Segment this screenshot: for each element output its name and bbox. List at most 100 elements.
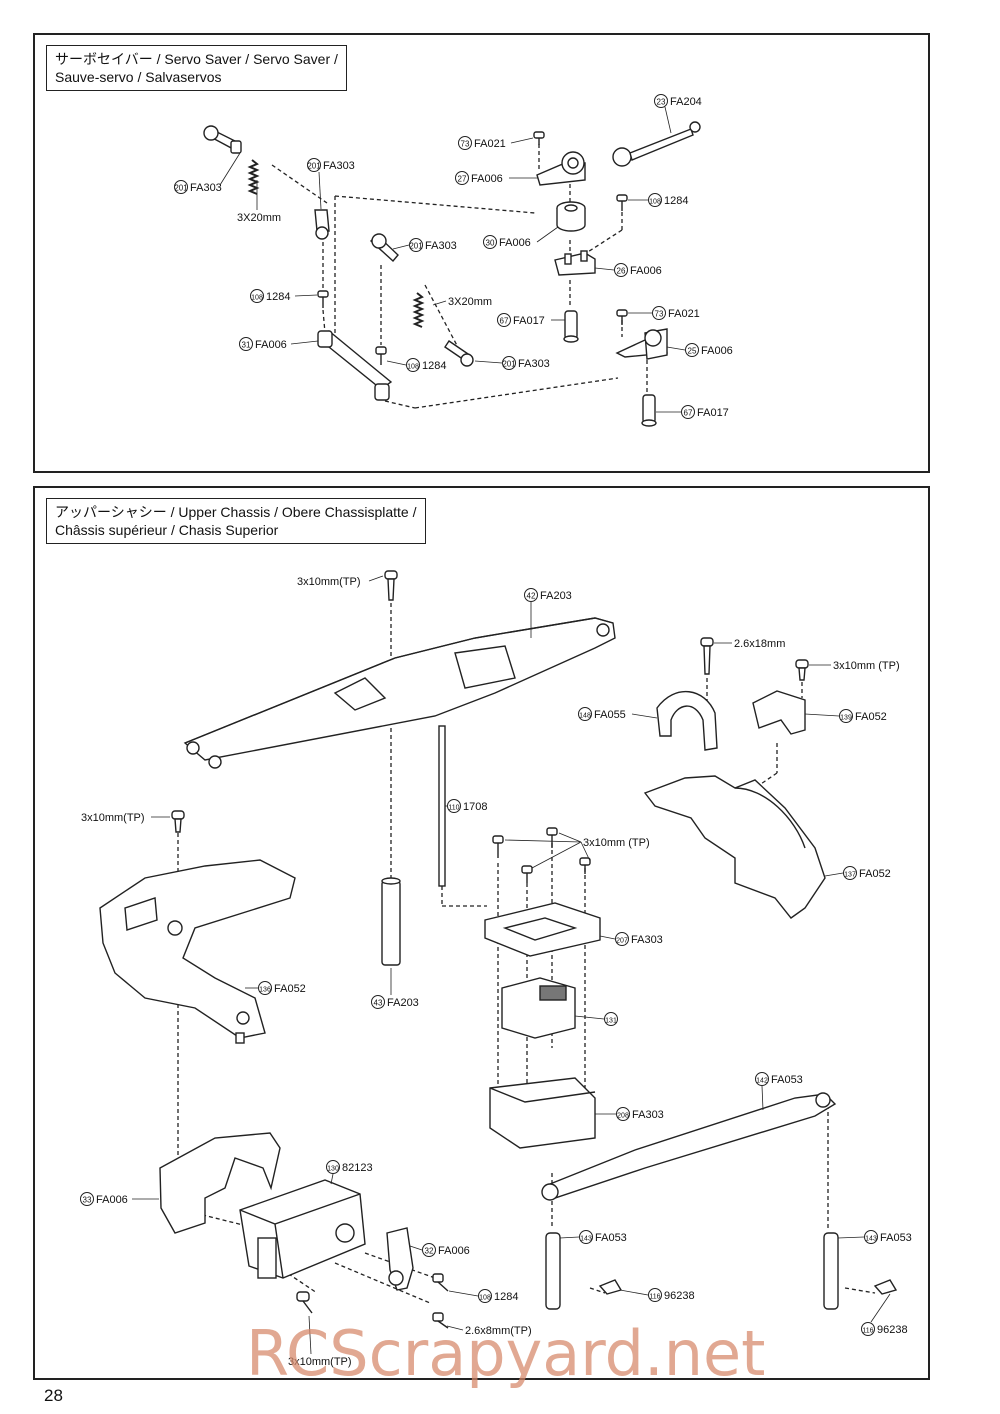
svg-text:FA021: FA021 xyxy=(668,308,700,320)
svg-text:FA052: FA052 xyxy=(859,868,891,880)
callout-27-fa006: 27 FA006 xyxy=(455,171,503,185)
callout-23-fa204: 23 FA204 xyxy=(654,94,702,108)
svg-text:FA203: FA203 xyxy=(387,997,419,1009)
svg-text:1284: 1284 xyxy=(494,1291,518,1303)
label-3x20mm-b: 3X20mm xyxy=(448,296,492,308)
svg-text:1284: 1284 xyxy=(422,360,446,372)
upper-chassis-title: アッパーシャシー / Upper Chassis / Obere Chassis… xyxy=(46,498,426,544)
svg-text:201: 201 xyxy=(174,184,188,193)
callout-25-fa006: 25 FA006 xyxy=(685,343,733,357)
svg-text:116: 116 xyxy=(862,1328,873,1335)
callout-207-fa303: 207 FA303 xyxy=(615,932,663,946)
svg-text:108: 108 xyxy=(407,364,419,371)
svg-text:FA052: FA052 xyxy=(855,711,887,723)
svg-text:148: 148 xyxy=(579,713,591,720)
callout-108-1284-c: 108 1284 xyxy=(406,358,446,372)
svg-text:108: 108 xyxy=(649,199,661,206)
label-3x10mm-tp-right: 3x10mm (TP) xyxy=(833,660,900,672)
svg-text:26: 26 xyxy=(617,267,626,276)
callout-110-1708: 110 1708 xyxy=(447,799,487,813)
svg-text:32: 32 xyxy=(425,1247,434,1256)
svg-text:143: 143 xyxy=(580,1236,592,1243)
callout-148-fa055: 148 FA055 xyxy=(578,707,626,721)
svg-text:FA053: FA053 xyxy=(880,1232,912,1244)
callout-208-fa303: 208 FA303 xyxy=(616,1107,664,1121)
svg-text:FA006: FA006 xyxy=(96,1194,128,1206)
svg-text:73: 73 xyxy=(461,140,470,149)
svg-text:43: 43 xyxy=(374,999,383,1008)
svg-text:108: 108 xyxy=(479,1295,491,1302)
callout-67-fa017-b: 67 FA017 xyxy=(681,405,729,419)
svg-text:1708: 1708 xyxy=(463,801,487,813)
svg-text:73: 73 xyxy=(655,310,664,319)
svg-text:201: 201 xyxy=(502,360,516,369)
callout-33-fa006: 33 FA006 xyxy=(80,1192,128,1206)
svg-text:96238: 96238 xyxy=(664,1290,695,1302)
svg-text:23: 23 xyxy=(657,98,666,107)
servo-saver-title: サーボセイバー / Servo Saver / Servo Saver / Sa… xyxy=(46,45,347,91)
callout-42-fa203: 42 FA203 xyxy=(524,588,572,602)
svg-text:1284: 1284 xyxy=(664,195,688,207)
callout-73-fa021-a: 73 FA021 xyxy=(458,136,506,150)
svg-text:208: 208 xyxy=(617,1113,629,1120)
svg-text:67: 67 xyxy=(500,317,509,326)
label-3x10mm-tp-top: 3x10mm(TP) xyxy=(297,576,361,588)
callout-67-fa017-a: 67 FA017 xyxy=(497,313,545,327)
callout-136-fa052: 136 FA052 xyxy=(258,981,306,995)
svg-text:31: 31 xyxy=(242,341,251,350)
callout-143-fa053-left: 143 FA053 xyxy=(579,1230,627,1244)
label-2-6x18mm: 2.6x18mm xyxy=(734,638,785,650)
svg-text:1284: 1284 xyxy=(266,291,290,303)
callout-142-fa053: 142 FA053 xyxy=(755,1072,803,1086)
title-line-1: アッパーシャシー / Upper Chassis / Obere Chassis… xyxy=(55,504,417,520)
label-3x10mm-tp-left: 3x10mm(TP) xyxy=(81,812,145,824)
label-2-6x8mm-tp: 2.6x8mm(TP) xyxy=(465,1325,532,1337)
callout-130-82123: 130 82123 xyxy=(326,1160,373,1174)
callout-116-96238-left: 116 96238 xyxy=(648,1288,695,1302)
callout-137-fa052: 137 FA052 xyxy=(843,866,891,880)
callout-108-1284-b: 108 1284 xyxy=(250,289,290,303)
callout-131: 131 xyxy=(604,1012,618,1026)
svg-text:FA053: FA053 xyxy=(771,1074,803,1086)
servo-saver-diagram: 201 FA303 3X20mm 201 FA303 73 FA021 27 F… xyxy=(174,94,733,427)
callout-108-1284: 108 1284 xyxy=(478,1289,518,1303)
svg-text:FA303: FA303 xyxy=(631,934,663,946)
svg-text:FA006: FA006 xyxy=(630,265,662,277)
svg-text:110: 110 xyxy=(448,805,459,812)
callout-116-96238-right: 116 96238 xyxy=(861,1322,908,1336)
svg-text:27: 27 xyxy=(458,175,467,184)
servo-saver-panel: サーボセイバー / Servo Saver / Servo Saver / Sa… xyxy=(33,33,930,473)
label-3x10mm-tp-receiver: 3x10mm (TP) xyxy=(583,837,650,849)
callout-32-fa006: 32 FA006 xyxy=(422,1243,470,1257)
svg-text:FA017: FA017 xyxy=(513,315,545,327)
svg-text:FA303: FA303 xyxy=(632,1109,664,1121)
upper-chassis-diagram: 3x10mm(TP) 42 FA203 2.6x18mm 3x10mm (TP)… xyxy=(80,570,912,1368)
svg-text:142: 142 xyxy=(756,1078,768,1085)
callout-30-fa006: 30 FA006 xyxy=(483,235,531,249)
svg-text:FA203: FA203 xyxy=(540,590,572,602)
callout-26-fa006: 26 FA006 xyxy=(614,263,662,277)
svg-text:FA303: FA303 xyxy=(518,358,550,370)
svg-text:FA006: FA006 xyxy=(255,339,287,351)
svg-text:82123: 82123 xyxy=(342,1162,373,1174)
svg-text:42: 42 xyxy=(527,592,536,601)
svg-text:201: 201 xyxy=(307,162,321,171)
svg-text:FA006: FA006 xyxy=(701,345,733,357)
svg-text:FA053: FA053 xyxy=(595,1232,627,1244)
label-3x10mm-tp-bottom: 3x10mm(TP) xyxy=(288,1356,352,1368)
upper-chassis-panel: アッパーシャシー / Upper Chassis / Obere Chassis… xyxy=(33,486,930,1380)
svg-text:FA021: FA021 xyxy=(474,138,506,150)
title-line-2: Châssis supérieur / Chasis Superior xyxy=(55,522,279,538)
callout-201-fa303-b: 201 FA303 xyxy=(307,158,355,172)
svg-text:143: 143 xyxy=(865,1236,877,1243)
svg-text:207: 207 xyxy=(616,938,628,945)
callout-201-fa303-c: 201 FA303 xyxy=(409,238,457,252)
svg-text:116: 116 xyxy=(649,1294,660,1301)
svg-text:FA006: FA006 xyxy=(499,237,531,249)
callout-201-fa303-a: 201 FA303 xyxy=(174,180,222,194)
callout-43-fa203: 43 FA203 xyxy=(371,995,419,1009)
svg-text:96238: 96238 xyxy=(877,1324,908,1336)
svg-text:136: 136 xyxy=(259,987,271,994)
svg-text:FA303: FA303 xyxy=(190,182,222,194)
svg-text:137: 137 xyxy=(844,872,856,879)
